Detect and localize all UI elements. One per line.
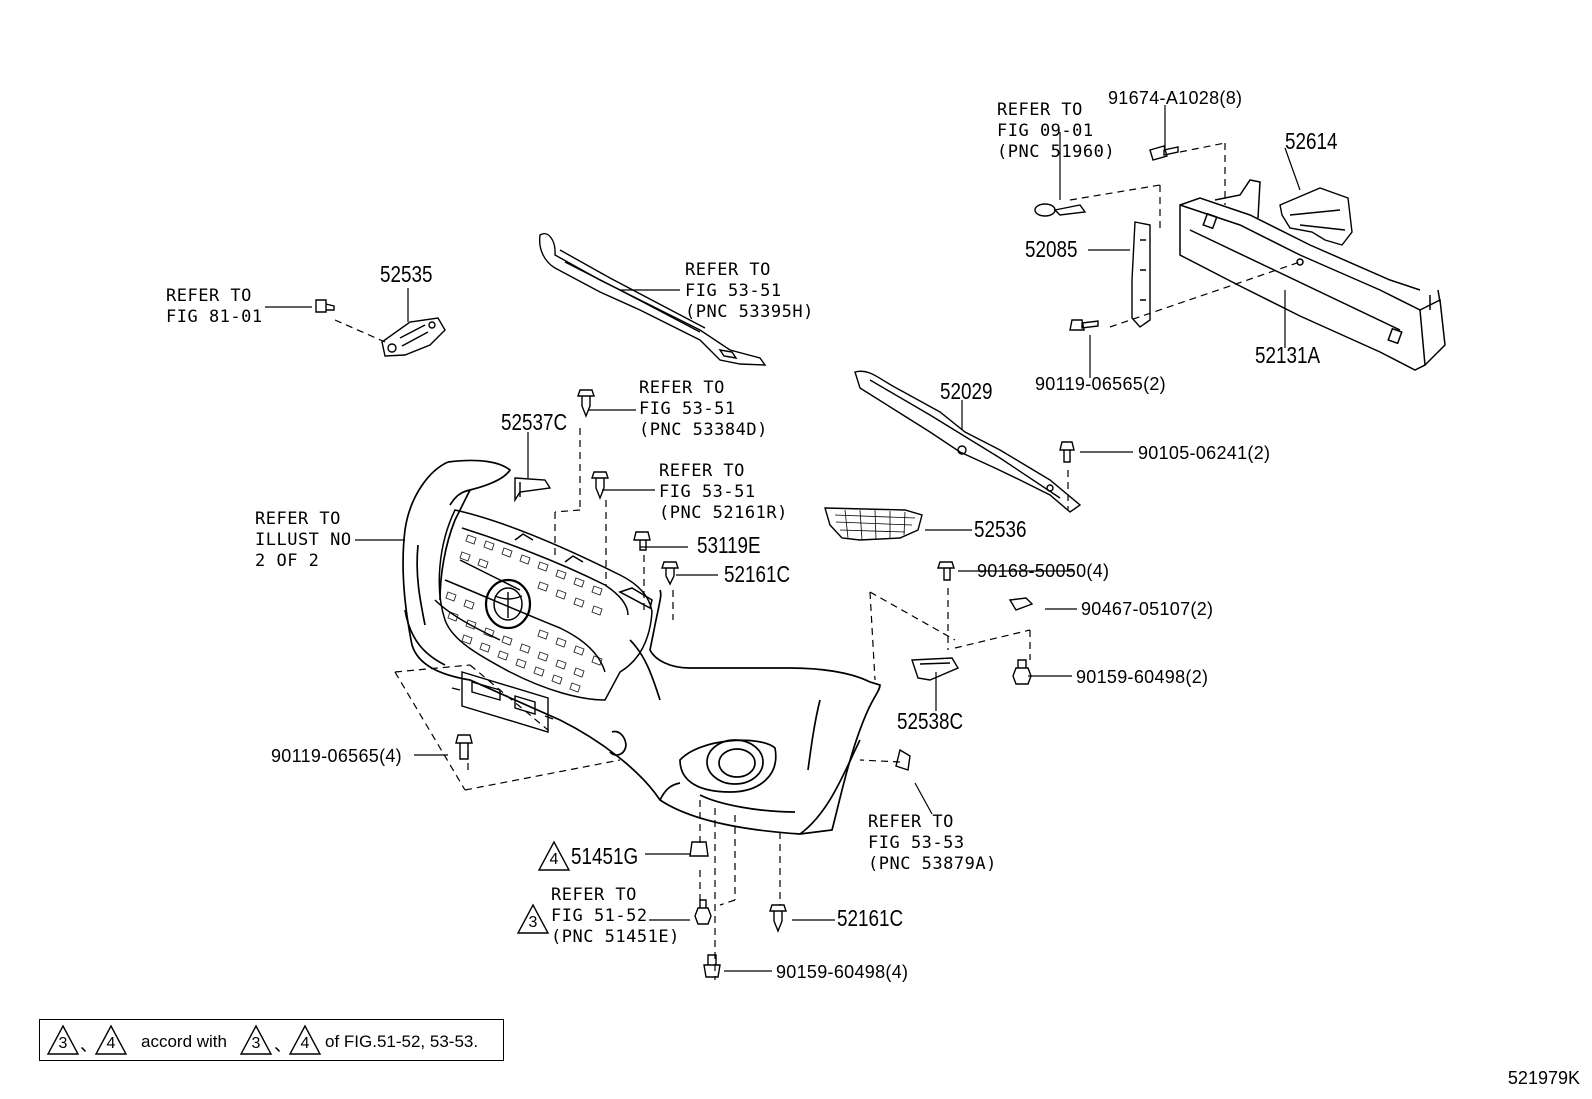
part-90119-06565-2: 90119-06565(2) xyxy=(1035,374,1166,394)
part-90159-60498-2: 90159-60498(2) xyxy=(1076,667,1209,687)
bumper-cover xyxy=(402,459,881,835)
triangle-marker-3: 3 xyxy=(516,903,550,935)
part-51451g: 51451G xyxy=(571,843,639,869)
note-triangle-4a: 4 xyxy=(94,1024,128,1056)
absorber-52614 xyxy=(1279,187,1353,246)
part-52029: 52029 xyxy=(940,378,993,404)
reinforcement-52131a xyxy=(1179,179,1446,371)
triangle-marker-4: 4 xyxy=(537,840,571,872)
part-52085: 52085 xyxy=(1025,236,1078,262)
note-separator-2: 、 xyxy=(274,1035,292,1055)
part-52536: 52536 xyxy=(974,516,1027,542)
bracket-52085 xyxy=(1131,221,1151,328)
note-of-fig: of FIG.51-52, 53-53. xyxy=(325,1032,479,1051)
fasteners xyxy=(315,145,1179,978)
bracket-52537c xyxy=(514,477,552,503)
part-90467-05107: 90467-05107(2) xyxy=(1081,599,1214,619)
part-53119e: 53119E xyxy=(697,532,761,558)
support-52029 xyxy=(854,370,1082,513)
part-90119-06565-4: 90119-06565(4) xyxy=(271,746,402,766)
part-52131a: 52131A xyxy=(1255,342,1321,368)
grille xyxy=(434,509,653,701)
tow-eye xyxy=(1034,203,1087,217)
part-90168-50050: 90168-50050(4) xyxy=(977,561,1110,581)
bracket-52535 xyxy=(381,317,446,357)
part-52161c-top: 52161C xyxy=(724,561,791,587)
part-90105-06241: 90105-06241(2) xyxy=(1138,443,1271,463)
note-triangle-3b: 3 xyxy=(239,1024,273,1056)
bracket-52538c xyxy=(911,657,960,681)
note-accord-with: accord with xyxy=(141,1032,227,1051)
leader-lines xyxy=(265,105,1301,972)
part-52614: 52614 xyxy=(1285,128,1338,154)
dashed-lines xyxy=(334,142,1301,980)
part-52537c: 52537C xyxy=(501,409,568,435)
part-90159-60498-4: 90159-60498(4) xyxy=(776,962,909,982)
retainer-52536 xyxy=(824,507,923,541)
part-52538c: 52538C xyxy=(897,708,964,734)
diagram-id: 521979K xyxy=(1507,1068,1580,1088)
note-separator: 、 xyxy=(80,1035,98,1055)
note-triangle-4b: 4 xyxy=(288,1024,322,1056)
license-bracket xyxy=(451,671,554,733)
part-91674-a1028: 91674-A1028(8) xyxy=(1108,88,1243,108)
part-52535: 52535 xyxy=(380,261,433,287)
note-triangle-3a: 3 xyxy=(46,1024,80,1056)
part-52161c-bottom: 52161C xyxy=(837,905,904,931)
note-box: 3 、 4 accord with 3 、 4 of FIG.51-52, 53… xyxy=(39,1019,504,1061)
upper-reinforcement xyxy=(538,233,767,366)
